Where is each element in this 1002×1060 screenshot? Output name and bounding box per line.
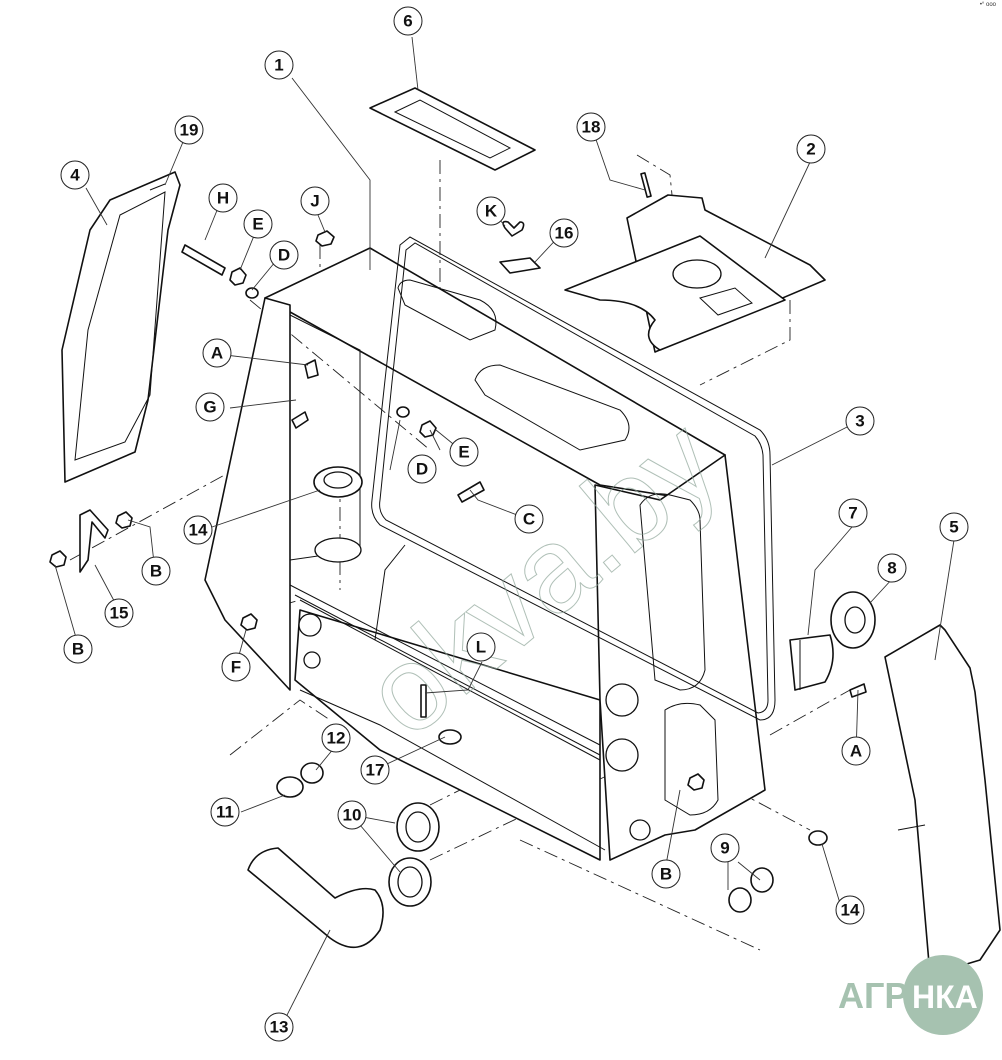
callout-E-top: E bbox=[243, 209, 273, 239]
callout-label: 11 bbox=[216, 803, 234, 822]
callout-label: E bbox=[252, 215, 263, 234]
callout-label: 14 bbox=[189, 521, 208, 540]
callout-label: A bbox=[211, 344, 223, 363]
agronka-logo: АГРО НКА bbox=[838, 955, 983, 1035]
callout-B-1: B bbox=[141, 556, 171, 586]
callout-label: L bbox=[476, 638, 486, 657]
callout-12: 12 bbox=[321, 723, 351, 753]
callout-label: C bbox=[523, 510, 535, 529]
corner-mark: •° ooo bbox=[979, 2, 996, 8]
callout-label: B bbox=[150, 562, 162, 581]
callout-14-right: 14 bbox=[835, 895, 865, 925]
callout-19: 19 bbox=[174, 115, 204, 145]
callout-label: 12 bbox=[327, 729, 346, 748]
callout-11: 11 bbox=[210, 797, 240, 827]
callout-label: 17 bbox=[366, 761, 385, 780]
callout-K: K bbox=[476, 196, 506, 226]
callout-label: A bbox=[850, 742, 862, 761]
callout-7: 7 bbox=[838, 498, 868, 528]
callout-label: G bbox=[203, 398, 216, 417]
callout-10: 10 bbox=[337, 800, 367, 830]
callout-E-mid: E bbox=[449, 437, 479, 467]
callout-label: 10 bbox=[343, 806, 362, 825]
callout-A-right: A bbox=[841, 736, 871, 766]
callout-C: C bbox=[514, 504, 544, 534]
callout-5: 5 bbox=[939, 512, 969, 542]
callout-17: 17 bbox=[360, 755, 390, 785]
part-frame bbox=[204, 247, 766, 861]
callout-1: 1 bbox=[264, 50, 294, 80]
callout-J: J bbox=[300, 186, 330, 216]
part-5-right-panel bbox=[884, 624, 1001, 976]
callout-3: 3 bbox=[845, 406, 875, 436]
callout-9: 9 bbox=[710, 833, 740, 863]
part-8-washer bbox=[830, 591, 876, 649]
callout-label: 13 bbox=[270, 1018, 289, 1037]
callout-6: 6 bbox=[393, 6, 423, 36]
callout-L: L bbox=[466, 632, 496, 662]
callout-label: H bbox=[217, 189, 229, 208]
callout-B-2: B bbox=[63, 634, 93, 664]
callout-label: 6 bbox=[403, 12, 412, 31]
part-4-left-panel bbox=[61, 171, 181, 483]
callout-label: 2 bbox=[806, 140, 815, 159]
callout-2: 2 bbox=[796, 134, 826, 164]
callout-label: 8 bbox=[887, 559, 896, 578]
callout-label: E bbox=[458, 443, 469, 462]
callout-label: D bbox=[416, 460, 428, 479]
callout-label: 3 bbox=[855, 412, 864, 431]
callout-label: 5 bbox=[949, 518, 958, 537]
callout-D-top: D bbox=[269, 240, 299, 270]
callout-G: G bbox=[195, 392, 225, 422]
part-7-tube bbox=[789, 634, 834, 691]
callout-label: 7 bbox=[848, 504, 857, 523]
callout-16: 16 bbox=[549, 218, 579, 248]
logo-circle bbox=[903, 955, 983, 1035]
callout-F: F bbox=[221, 652, 251, 682]
callouts: 1 2 3 4 5 6 7 8 9 10 11 12 13 14 14 15 1… bbox=[60, 6, 969, 1042]
callout-A-left: A bbox=[202, 338, 232, 368]
callout-label: 16 bbox=[555, 224, 574, 243]
logo-text-right: НКА bbox=[912, 979, 978, 1015]
callout-D-mid: D bbox=[407, 454, 437, 484]
callout-4: 4 bbox=[60, 160, 90, 190]
part-2-top-plate bbox=[564, 194, 826, 353]
fasteners bbox=[49, 172, 867, 949]
callout-label: 19 bbox=[180, 121, 199, 140]
part-gasket-frame bbox=[371, 236, 776, 721]
callout-label: 18 bbox=[582, 118, 601, 137]
callout-label: J bbox=[310, 192, 319, 211]
callout-label: B bbox=[72, 640, 84, 659]
callout-label: 9 bbox=[720, 839, 729, 858]
part-6-cover-plate bbox=[369, 87, 536, 171]
callout-label: F bbox=[231, 658, 241, 677]
callout-15: 15 bbox=[104, 598, 134, 628]
callout-H: H bbox=[208, 183, 238, 213]
callout-label: K bbox=[485, 202, 498, 221]
callout-B-3: B bbox=[651, 859, 681, 889]
callout-label: 1 bbox=[274, 56, 283, 75]
callout-label: B bbox=[660, 865, 672, 884]
callout-13: 13 bbox=[264, 1012, 294, 1042]
logo-text-left: АГРО bbox=[838, 975, 936, 1016]
callout-label: D bbox=[278, 246, 290, 265]
callout-8: 8 bbox=[877, 553, 907, 583]
callout-18: 18 bbox=[576, 112, 606, 142]
callout-label: 14 bbox=[841, 901, 860, 920]
callout-14-left: 14 bbox=[183, 515, 213, 545]
callout-label: 15 bbox=[110, 604, 129, 623]
callout-label: 4 bbox=[70, 166, 80, 185]
